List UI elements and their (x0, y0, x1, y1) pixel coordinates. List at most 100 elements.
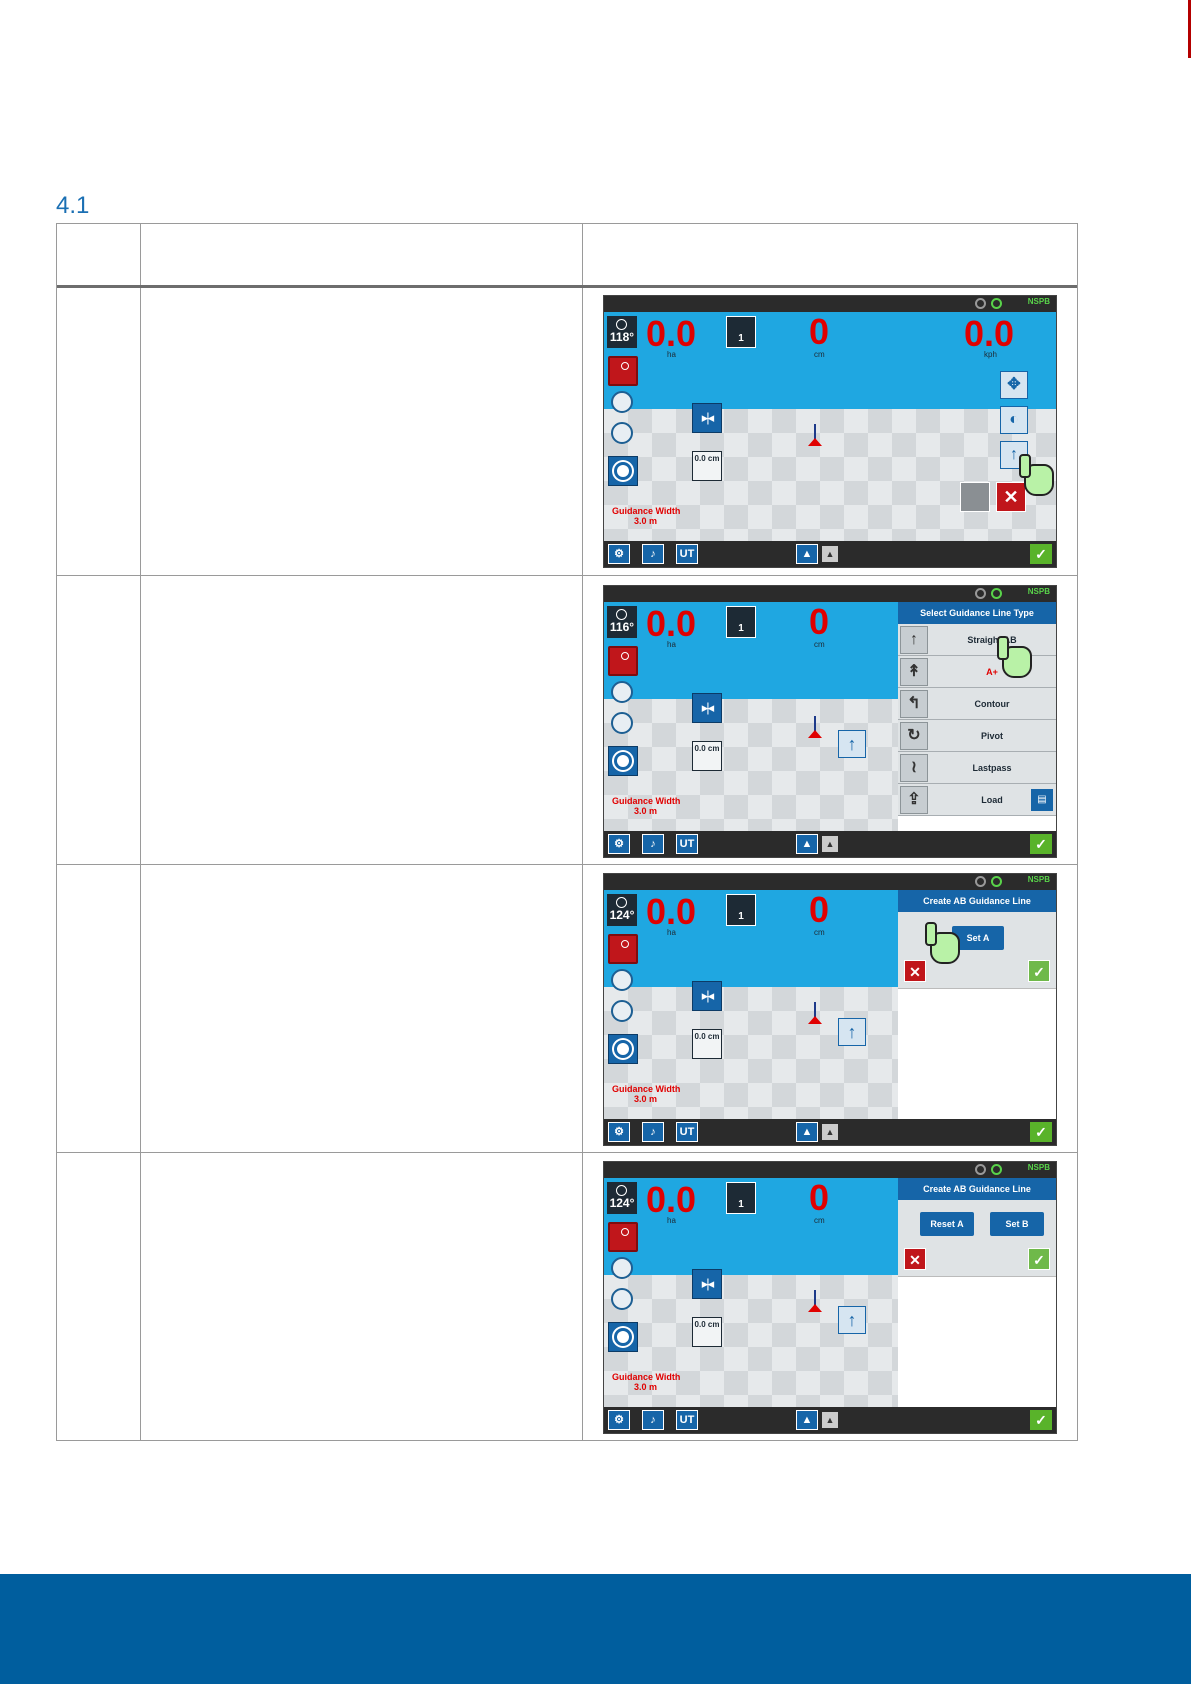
nudge-button[interactable]: ▸|◂ (692, 403, 722, 433)
status-bar: NSPB (604, 1162, 1056, 1178)
ut-icon[interactable]: UT (676, 544, 698, 564)
autosteer-wheel-icon[interactable] (960, 482, 990, 512)
zoom-in-icon[interactable] (611, 1257, 633, 1279)
settings-gear-icon[interactable]: ⚙ (608, 834, 630, 854)
expand-up-icon[interactable]: ▲ (822, 546, 838, 562)
bell-icon[interactable]: ♪ (642, 834, 664, 854)
nudge-button[interactable]: ▸|◂ (692, 981, 722, 1011)
light-icon[interactable]: ◐ (1000, 406, 1028, 434)
sections-button[interactable]: 1 (726, 894, 756, 926)
cancel-x-icon[interactable]: ✕ (904, 1248, 926, 1270)
speed-unit: kph (984, 350, 997, 359)
confirm-check-icon[interactable]: ✓ (1030, 1122, 1052, 1142)
status-bar: NSPB (604, 296, 1056, 312)
day-night-button[interactable] (608, 1322, 638, 1352)
contour-icon: ↰ (900, 690, 928, 718)
create-ab-panel: Create AB Guidance Line Reset A Set B ✕ … (898, 1178, 1056, 1409)
offset-box[interactable]: 0.0 cm (692, 1317, 722, 1347)
ut-icon[interactable]: UT (676, 834, 698, 854)
master-switch-button[interactable] (608, 356, 638, 386)
accept-check-icon[interactable]: ✓ (1028, 960, 1050, 982)
offset-unit: cm (707, 1320, 720, 1329)
offset-value: 0.0 (694, 1320, 706, 1329)
settings-gear-icon[interactable]: ⚙ (608, 544, 630, 564)
step-1-screenshot: NSPB 118° 0.0 ha 1 0 cm 0.0 kph ▸|◂ 0.0 … (603, 295, 1057, 568)
area-unit: ha (667, 1216, 676, 1225)
set-a-button[interactable]: Set A (952, 926, 1004, 950)
bottom-toolbar: ⚙ ♪ UT ▲ ▲ ✓ (604, 1119, 1056, 1145)
confirm-check-icon[interactable]: ✓ (1030, 834, 1052, 854)
ut-icon[interactable]: UT (676, 1410, 698, 1430)
expand-up-icon[interactable]: ▲ (822, 1124, 838, 1140)
zoom-out-icon[interactable] (611, 1000, 633, 1022)
page-footer-band (0, 1574, 1191, 1684)
cancel-x-icon[interactable]: ✕ (904, 960, 926, 982)
menu-item-straight-ab[interactable]: ↑Straight AB (898, 624, 1056, 656)
guidance-view-icon[interactable]: ▲ (796, 834, 818, 854)
load-folder-icon[interactable]: ▤ (1031, 789, 1053, 811)
cross-track-unit: cm (814, 1216, 825, 1225)
accept-check-icon[interactable]: ✓ (1028, 1248, 1050, 1270)
guidance-line-button[interactable]: ↑ (838, 1018, 866, 1046)
sections-button[interactable]: 1 (726, 1182, 756, 1214)
day-night-button[interactable] (608, 746, 638, 776)
sections-button[interactable]: 1 (726, 606, 756, 638)
guidance-view-icon[interactable]: ▲ (796, 1410, 818, 1430)
bell-icon[interactable]: ♪ (642, 544, 664, 564)
panel-title: Create AB Guidance Line (898, 890, 1056, 912)
nudge-button[interactable]: ▸|◂ (692, 1269, 722, 1299)
zoom-in-icon[interactable] (611, 391, 633, 413)
bell-icon[interactable]: ♪ (642, 1122, 664, 1142)
zoom-out-icon[interactable] (611, 1288, 633, 1310)
heading-indicator: 124° (607, 1182, 637, 1214)
menu-item-load[interactable]: ⇪Load▤ (898, 784, 1056, 816)
sections-button[interactable]: 1 (726, 316, 756, 348)
zoom-out-icon[interactable] (611, 422, 633, 444)
menu-item-contour[interactable]: ↰Contour (898, 688, 1056, 720)
close-icon[interactable]: ✕ (996, 482, 1026, 512)
guidance-line-button[interactable]: ↑ (838, 730, 866, 758)
zoom-out-icon[interactable] (611, 712, 633, 734)
bell-icon[interactable]: ♪ (642, 1410, 664, 1430)
gps-status: NSPB (1027, 297, 1050, 306)
confirm-check-icon[interactable]: ✓ (1030, 544, 1052, 564)
guidance-view-icon[interactable]: ▲ (796, 544, 818, 564)
area-unit: ha (667, 350, 676, 359)
master-switch-button[interactable] (608, 646, 638, 676)
offset-box[interactable]: 0.0 cm (692, 1029, 722, 1059)
offset-box[interactable]: 0.0 cm (692, 451, 722, 481)
dashboard-strip (604, 312, 1056, 409)
set-b-button[interactable]: Set B (990, 1212, 1044, 1236)
pointer-hand-icon (920, 922, 960, 964)
area-value: 0.0 (646, 603, 697, 644)
guidance-line-button[interactable]: ↑ (838, 1306, 866, 1334)
zoom-in-icon[interactable] (611, 969, 633, 991)
menu-item-pivot[interactable]: ↻Pivot (898, 720, 1056, 752)
day-night-button[interactable] (608, 456, 638, 486)
expand-up-icon[interactable]: ▲ (822, 1412, 838, 1428)
day-night-button[interactable] (608, 1034, 638, 1064)
settings-gear-icon[interactable]: ⚙ (608, 1410, 630, 1430)
menu-item-lastpass[interactable]: ≀Lastpass (898, 752, 1056, 784)
nudge-button[interactable]: ▸|◂ (692, 693, 722, 723)
cross-track-value: 0 (809, 1177, 830, 1218)
ut-icon[interactable]: UT (676, 1122, 698, 1142)
master-switch-button[interactable] (608, 1222, 638, 1252)
panel-title: Select Guidance Line Type (898, 602, 1056, 624)
reset-a-button[interactable]: Reset A (920, 1212, 974, 1236)
expand-up-icon[interactable]: ▲ (822, 836, 838, 852)
guidance-width-label: Guidance Width (612, 1372, 681, 1382)
zoom-in-icon[interactable] (611, 681, 633, 703)
top-edge-rule (1188, 0, 1191, 58)
settings-gear-icon[interactable]: ⚙ (608, 1122, 630, 1142)
guidance-width-value: 3.0 m (634, 1382, 658, 1392)
guidance-width-value: 3.0 m (634, 516, 658, 526)
cross-track-unit: cm (814, 928, 825, 937)
menu-item-a-plus[interactable]: ↟A+ (898, 656, 1056, 688)
offset-box[interactable]: 0.0 cm (692, 741, 722, 771)
guidance-view-icon[interactable]: ▲ (796, 1122, 818, 1142)
ab-controls: Reset A Set B ✕ ✓ (898, 1200, 1056, 1277)
master-switch-button[interactable] (608, 934, 638, 964)
confirm-check-icon[interactable]: ✓ (1030, 1410, 1052, 1430)
camera-view-icon[interactable]: ✥ (1000, 371, 1028, 399)
